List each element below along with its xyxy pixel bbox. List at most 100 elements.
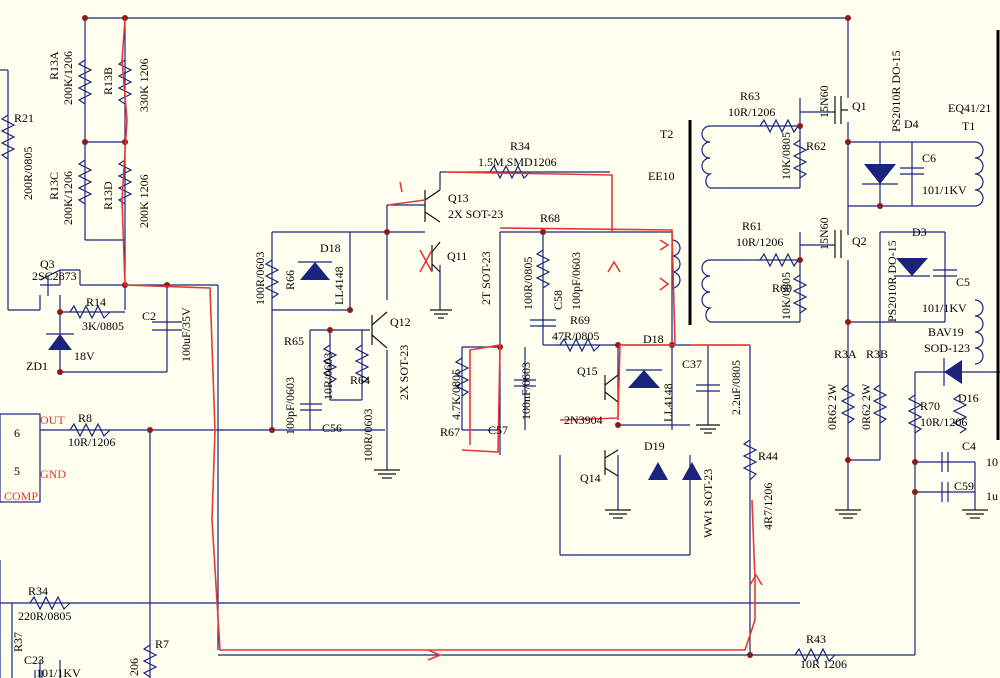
label-d18-right: D18 [643, 332, 664, 346]
middle-components [264, 164, 836, 663]
label-d18-left-value: LL4148 [332, 266, 346, 305]
label-r64-value: 10R/0603 [321, 353, 335, 400]
label-r13c-value: 200K/1206 [61, 171, 75, 225]
label-sod123: SOD-123 [924, 341, 970, 355]
label-q11: Q11 [447, 249, 467, 263]
label-out: OUT [40, 413, 65, 427]
ic-box [0, 413, 41, 503]
label-r70: R70 [920, 399, 940, 413]
label-r13a-value: 200K/1206 [61, 51, 75, 105]
label-c37: C37 [682, 357, 702, 371]
label-r34-left: R34 [28, 584, 48, 598]
label-gnd: GND [40, 467, 66, 481]
label-r7-value: 206 [127, 658, 141, 676]
label-c57: C57 [488, 423, 508, 437]
label-q2-value: 15N60 [817, 217, 831, 250]
label-c59: C59 [954, 479, 974, 493]
label-eq: EQ41/21 [948, 101, 991, 115]
label-bav19: BAV19 [928, 325, 964, 339]
label-d4: D4 [904, 117, 919, 131]
label-c5-value: 101/1KV [922, 301, 967, 315]
c23-capacitor [34, 670, 43, 678]
label-c6: C6 [922, 151, 936, 165]
label-r43: R43 [806, 632, 826, 646]
label-r61: R61 [742, 219, 762, 233]
right-wires [710, 18, 1000, 655]
label-q1: Q1 [852, 99, 867, 113]
label-r13c: R13C [47, 172, 61, 200]
label-c6-value: 101/1KV [922, 183, 967, 197]
label-t2: T2 [660, 127, 673, 141]
label-r63: R63 [740, 89, 760, 103]
label-q15-value: 2N3904 [564, 413, 603, 427]
label-d18-right-value: LL4148 [661, 383, 675, 422]
label-r13b: R13B [101, 67, 115, 95]
label-comp: COMP [4, 489, 38, 503]
label-r43-value: 10R 1206 [800, 657, 847, 671]
label-r68-value: 100R/0805 [521, 257, 535, 310]
label-r60-value: 10K/0805 [779, 272, 793, 320]
label-r34-left-value: 220R/0805 [18, 609, 71, 623]
label-r13d: R13D [101, 181, 115, 210]
label-c23: C23 [24, 653, 44, 667]
label-d16: D16 [958, 391, 979, 405]
label-c5: C5 [956, 275, 970, 289]
label-q11-value: 2T SOT-23 [479, 251, 493, 305]
label-r65: R65 [284, 334, 304, 348]
label-r14-value: 3K/0805 [82, 319, 124, 333]
label-r8-value: 10R/1206 [68, 435, 115, 449]
right-components [671, 30, 1000, 519]
label-r13d-value: 200K 1206 [137, 174, 151, 228]
label-c58-value: 100pF/0603 [569, 252, 583, 310]
label-q12: Q12 [390, 315, 411, 329]
label-pin6: 6 [14, 426, 20, 440]
label-r66-value: 100R/0603 [253, 252, 267, 305]
label-d19-value: WW1 SOT-23 [701, 469, 715, 538]
labels: R13A 200K/1206 R13B 330K 1206 R13C 200K/… [4, 50, 998, 678]
left-resistors [0, 59, 158, 678]
label-r69: R69 [570, 313, 590, 327]
label-c2-value: 100uF/35V [179, 307, 193, 362]
label-c23-value: 101/1KV [36, 666, 81, 678]
label-r14: R14 [86, 295, 106, 309]
label-d18-left: D18 [320, 241, 341, 255]
label-q1-value: 15N60 [817, 85, 831, 118]
label-r3b-value: 0R62 2W [859, 383, 873, 430]
label-q13: Q13 [448, 191, 469, 205]
label-r67: R67 [440, 425, 460, 439]
red-annotation-path [121, 19, 763, 661]
label-r13b-value: 330K 1206 [137, 58, 151, 112]
label-zd1: ZD1 [26, 359, 48, 373]
label-r60: R60 [772, 281, 792, 295]
label-r8: R8 [78, 411, 92, 425]
label-q12-value: 2X SOT-23 [397, 345, 411, 400]
label-r3b: R3B [866, 347, 888, 361]
label-q2: Q2 [852, 234, 867, 248]
middle-wires [218, 171, 915, 656]
label-c4: C4 [962, 439, 976, 453]
label-r63-value: 10R/1206 [728, 105, 775, 119]
label-c56: C56 [322, 421, 342, 435]
label-r3a: R3A [834, 347, 857, 361]
label-r44: R44 [758, 449, 778, 463]
label-c2: C2 [142, 309, 156, 323]
label-d19: D19 [644, 439, 665, 453]
label-t1: T1 [962, 119, 975, 133]
label-r44-value: 4R7/1206 [761, 483, 775, 530]
label-r21: R21 [14, 111, 34, 125]
label-q3-value: 2SC2873 [32, 269, 77, 283]
label-r65-value: 100pF/0603 [283, 377, 297, 435]
label-r7: R7 [155, 637, 169, 651]
zd1-diode [46, 333, 74, 350]
label-q3: Q3 [40, 257, 55, 271]
label-r62: R62 [806, 139, 826, 153]
label-r62-value: 10K/0805 [779, 132, 793, 180]
label-r66: R66 [283, 270, 297, 290]
label-d3: D3 [912, 225, 927, 239]
label-r64: R64 [350, 373, 370, 387]
label-c58: C58 [551, 290, 565, 310]
label-r64-value2: 100R/0603 [361, 409, 375, 462]
q3-transistor [39, 269, 61, 296]
